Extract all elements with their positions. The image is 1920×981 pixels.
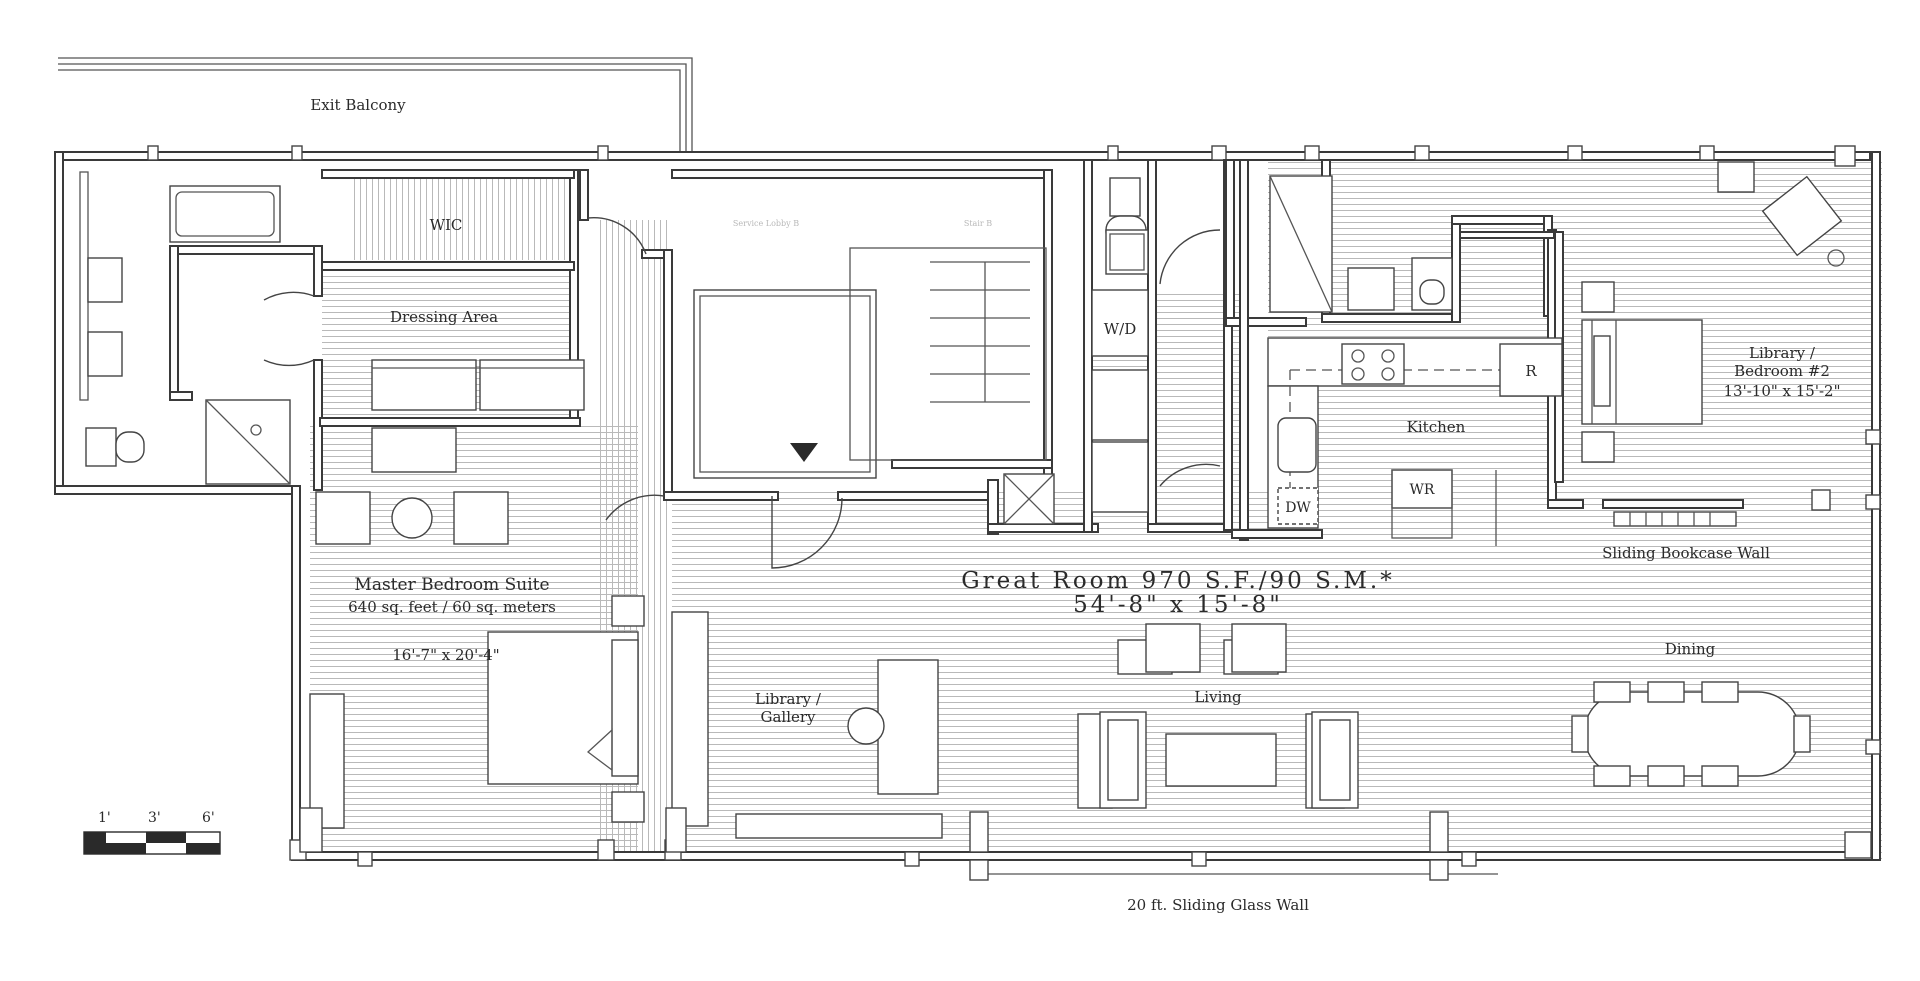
- kitchen-sink: [1277, 417, 1317, 473]
- sliding-glass-wall-label: 20 ft. Sliding Glass Wall: [1127, 896, 1309, 914]
- bedroom-2: [1581, 161, 1845, 527]
- sink-2: [87, 331, 123, 377]
- powder-room: [1091, 177, 1221, 513]
- wic-floor: [352, 178, 572, 260]
- washer-dryer: [1091, 289, 1149, 357]
- gallery-wall: [671, 611, 709, 827]
- kitchen-label: Kitchen: [1407, 418, 1466, 436]
- kitchen: [1267, 337, 1563, 546]
- armchair-master-1: [315, 491, 371, 545]
- refrigerator: [1499, 343, 1563, 397]
- library-gallery-label-2: Gallery: [760, 708, 816, 726]
- exit-balcony-label: Exit Balcony: [310, 96, 406, 114]
- great-room-floor: [672, 492, 1882, 860]
- exit-balcony: [58, 57, 693, 152]
- library-bedroom-dims: 13'-10" x 15'-2": [1724, 382, 1841, 400]
- media-console: [735, 813, 943, 839]
- master-furniture: [299, 427, 645, 853]
- scale-tick-3: 3': [148, 810, 161, 826]
- core: [587, 217, 1055, 569]
- scale-bar: 1' 3' 6': [83, 810, 221, 855]
- sliding-bookcase-label: Sliding Bookcase Wall: [1602, 544, 1770, 562]
- wic-label: WIC: [430, 216, 463, 234]
- armchair-2: [1761, 175, 1843, 257]
- scale-tick-1: 1': [98, 810, 111, 826]
- master-dims: 16'-7" x 20'-4": [392, 646, 499, 664]
- library-desk: [877, 659, 939, 795]
- bath-2: [1269, 175, 1453, 313]
- bathtub: [169, 185, 281, 243]
- toilet-master: [85, 427, 117, 467]
- dishwasher: [1277, 487, 1319, 525]
- sink-bath2: [1347, 267, 1395, 311]
- wine-refrigerator-label: WR: [1410, 482, 1435, 498]
- dining-table: [1583, 691, 1801, 777]
- sliding-glass-wall: [969, 811, 1498, 881]
- stair-treads: [930, 261, 1030, 403]
- master-bath: [79, 171, 315, 485]
- sink-1: [87, 257, 123, 303]
- refrigerator-label: R: [1525, 362, 1537, 380]
- entry-arrow: [790, 443, 818, 462]
- scale-tick-6: 6': [202, 810, 215, 826]
- library-bedroom-label-2: Bedroom #2: [1734, 362, 1830, 380]
- wd-label: W/D: [1104, 320, 1137, 338]
- dishwasher-label: DW: [1285, 500, 1311, 516]
- service-lobby-label: Service Lobby B: [733, 219, 799, 228]
- dining-label: Dining: [1665, 640, 1716, 658]
- living-label: Living: [1194, 688, 1242, 706]
- dressing-cabinets: [371, 359, 585, 411]
- great-room-dims: 54'-8" x 15'-8": [1073, 592, 1283, 618]
- cooktop: [1341, 343, 1405, 385]
- armchair-master-2: [453, 491, 509, 545]
- side-table-master: [391, 497, 433, 539]
- exterior-walls: [54, 145, 1881, 867]
- coffee-table: [1165, 733, 1277, 787]
- library-gallery-label-1: Library /: [755, 690, 822, 708]
- elevator: [693, 289, 877, 479]
- library-bedroom-label-1: Library /: [1749, 344, 1816, 362]
- master-area: 640 sq. feet / 60 sq. meters: [348, 598, 556, 616]
- great-room-furniture: [665, 611, 1811, 853]
- master-title: Master Bedroom Suite: [354, 575, 549, 595]
- dressing-area-label: Dressing Area: [390, 308, 498, 326]
- great-room-title: Great Room 970 S.F./90 S.M.*: [961, 568, 1394, 594]
- bookcase-shelves: [1629, 512, 1711, 526]
- bookcase: [1613, 511, 1737, 527]
- stair-label: Stair B: [964, 219, 992, 228]
- room-labels: Exit Balcony WIC Dressing Area Service L…: [310, 96, 1840, 914]
- dresser-master: [309, 693, 345, 829]
